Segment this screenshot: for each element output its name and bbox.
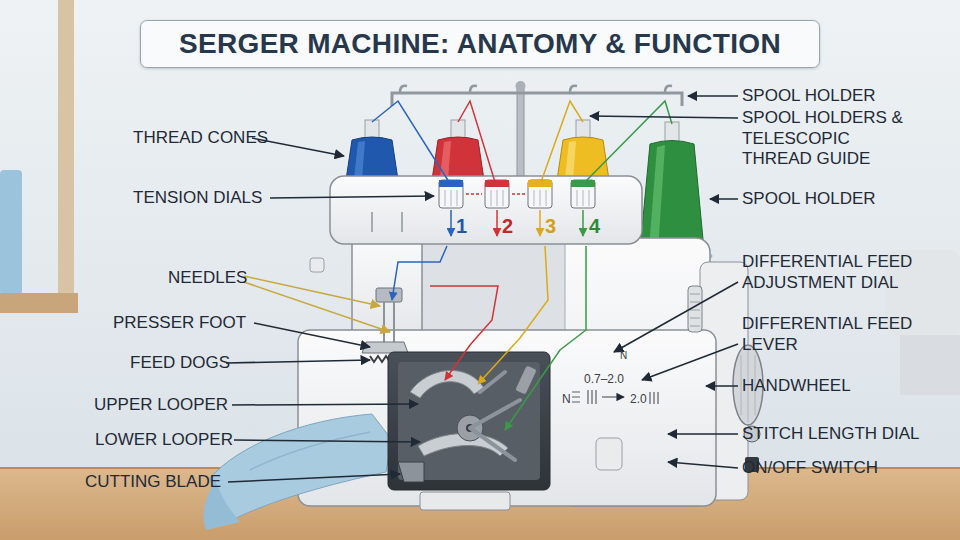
side-knob <box>310 258 324 272</box>
part-label: ON/OFF SWITCH <box>742 458 878 479</box>
wood-post <box>58 0 74 300</box>
thread-path <box>496 210 498 236</box>
thread-path <box>582 210 584 236</box>
leader-line <box>226 360 370 363</box>
stand-knob <box>516 81 526 91</box>
part-label: NEEDLES <box>168 268 247 289</box>
looper-arm <box>470 372 520 460</box>
title-box: SERGER MACHINE: ANATOMY & FUNCTION <box>140 20 820 68</box>
callout-number: 1 <box>456 214 467 238</box>
spool-pin <box>365 120 379 138</box>
thread-guide-hooks <box>400 86 672 93</box>
thread-path <box>478 246 548 384</box>
leader-line <box>590 116 738 118</box>
cone-highlight <box>354 141 365 180</box>
part-label: DIFFERENTIAL FEED LEVER <box>742 314 957 355</box>
towel <box>0 170 22 295</box>
leader-line <box>710 198 738 200</box>
cutting-blade <box>398 462 424 482</box>
part-label: DIFFERENTIAL FEED ADJUSTMENT DIAL <box>742 252 957 293</box>
dial-marking: 2.0 <box>630 392 647 407</box>
thread-path <box>541 101 583 182</box>
thread-path <box>585 101 672 182</box>
leader-line <box>270 196 434 198</box>
dial-marking: N <box>620 350 627 362</box>
thread-path <box>505 246 586 430</box>
dial-marking: 0.7–2.0 <box>584 372 624 387</box>
part-label: HANDWHEEL <box>742 376 851 397</box>
upper-looper <box>410 370 484 398</box>
dial-band <box>485 180 509 187</box>
leader-line <box>234 440 420 442</box>
part-label: TENSION DIALS <box>133 188 262 209</box>
part-label: SPOOL HOLDER <box>742 189 876 210</box>
dial-marker <box>466 193 482 195</box>
shelf <box>0 293 78 313</box>
part-label: UPPER LOOPER <box>94 395 228 416</box>
leader-line <box>254 323 370 347</box>
thread-path <box>392 246 447 300</box>
feed-icon <box>650 392 658 404</box>
spool-pin <box>665 122 679 142</box>
thread-path <box>372 101 449 182</box>
background-table <box>900 335 960 395</box>
part-label: STITCH LENGTH DIAL <box>742 424 920 445</box>
fabric <box>210 414 392 520</box>
thread-path <box>450 210 452 236</box>
dial-marker <box>512 193 525 195</box>
throat-recess <box>420 240 565 335</box>
part-label: LOWER LOOPER <box>95 430 233 451</box>
needle <box>393 302 395 342</box>
part-label: SPOOL HOLDER <box>742 86 876 107</box>
spool-pin <box>451 120 465 138</box>
differential-feed-lever <box>515 365 538 395</box>
part-label: PRESSER FOOT <box>113 313 246 334</box>
dial-band <box>528 180 552 187</box>
needle <box>383 302 385 342</box>
thread-path <box>430 286 498 380</box>
leader-line <box>706 385 738 387</box>
title: SERGER MACHINE: ANATOMY & FUNCTION <box>179 28 781 60</box>
dial-band <box>571 180 595 187</box>
leader-line <box>614 282 738 352</box>
leader-line <box>232 404 418 405</box>
cone-highlight <box>440 141 451 180</box>
front-plate <box>420 492 510 510</box>
cone-highlight <box>565 141 576 180</box>
callout-number: 3 <box>545 214 556 238</box>
thread-guide-bar <box>392 93 682 106</box>
side-button <box>596 438 622 470</box>
leader-line <box>668 462 738 468</box>
leader-line <box>668 433 738 435</box>
callout-number: 2 <box>502 214 513 238</box>
thread-path <box>539 210 541 236</box>
leader-line <box>688 95 738 97</box>
dial-ridges <box>690 294 700 326</box>
dial-band <box>439 180 463 187</box>
cone-highlight <box>649 145 665 251</box>
top-housing <box>330 176 642 244</box>
callout-number: 4 <box>589 214 600 238</box>
dial-marking: N <box>562 392 571 407</box>
part-label: CUTTING BLADE <box>85 472 221 493</box>
leader-line <box>244 276 380 306</box>
leader-line <box>244 282 390 332</box>
part-label: SPOOL HOLDERS & TELESCOPIC THREAD GUIDE <box>742 108 917 170</box>
feed-icon-arrow <box>602 396 624 397</box>
fabric-crease <box>250 432 370 470</box>
looper-compartment <box>388 352 550 490</box>
needle-clamp <box>376 288 402 302</box>
feed-icon <box>572 390 596 404</box>
dial-ridges <box>445 190 589 206</box>
leader-line <box>228 474 400 482</box>
arm-detail <box>372 212 402 232</box>
spool-pin <box>576 120 590 138</box>
needle-arm <box>352 232 422 342</box>
part-label: THREAD CONES <box>133 128 268 149</box>
thread-path <box>458 101 495 182</box>
part-label: FEED DOGS <box>130 353 230 374</box>
leader-line <box>642 344 738 380</box>
stand-pole <box>517 88 524 183</box>
